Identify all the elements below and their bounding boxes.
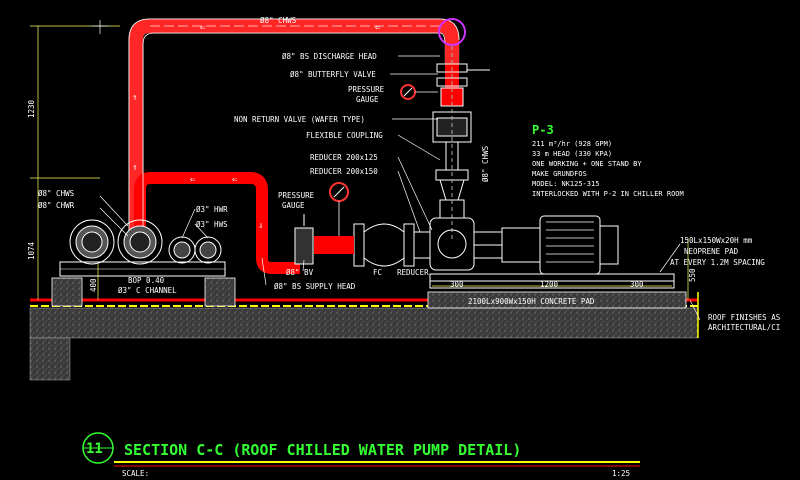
dimension-lines [30, 20, 689, 300]
pipe-outlines [128, 18, 460, 240]
flow-arrows: ⇐ ⇐ ⇑ ⇑ ⇐ ⇐ ⇓ [132, 23, 381, 231]
svg-text:⇐: ⇐ [200, 23, 206, 33]
dim-300b: 300 [630, 280, 644, 289]
label-pressure-gauge-1b: GAUGE [356, 95, 379, 104]
label-c-channel: Ø3" C CHANNEL [118, 286, 177, 295]
svg-text:⇐: ⇐ [190, 175, 196, 185]
label-reducer-2: REDUCER 200x150 [310, 167, 378, 176]
svg-text:⇐: ⇐ [375, 23, 381, 33]
pump-spec: P-3 211 m³/hr (928 GPM) 33 m HEAD (330 K… [532, 123, 684, 198]
label-butterfly-valve: Ø8" BUTTERFLY VALVE [290, 70, 376, 79]
dim-1074: 1074 [27, 241, 36, 260]
svg-text:⇑: ⇑ [132, 163, 137, 173]
label-neoprene-2: NEOPRENE PAD [684, 247, 739, 256]
svg-text:⇓: ⇓ [258, 221, 263, 231]
dim-1200: 1200 [540, 280, 559, 289]
label-hws-3: Ø3" HWS [196, 220, 228, 229]
pump-title: P-3 [532, 123, 554, 137]
dim-550: 550 [688, 268, 697, 282]
leader-lines [99, 55, 701, 321]
dim-400: 400 [89, 278, 98, 292]
pump-spec-line2: 33 m HEAD (330 KPA) [532, 150, 612, 158]
label-discharge-head: Ø8" BS DISCHARGE HEAD [282, 52, 377, 61]
label-pressure-gauge-2a: PRESSURE [278, 191, 315, 200]
label-pressure-gauge-1a: PRESSURE [348, 85, 385, 94]
svg-text:⇑: ⇑ [132, 93, 137, 103]
label-non-return-valve: NON RETURN VALVE (WAFER TYPE) [234, 115, 365, 124]
marker-circle [438, 18, 466, 46]
dim-300a: 300 [450, 280, 464, 289]
title-text: SECTION C-C (ROOF CHILLED WATER PUMP DET… [124, 441, 521, 459]
label-reducer-1: REDUCER 200x125 [310, 153, 378, 162]
label-chwr-8: Ø8" CHWR [38, 201, 75, 210]
pump-spec-line1: 211 m³/hr (928 GPM) [532, 140, 612, 148]
label-roof-1: ROOF FINISHES AS [708, 313, 781, 322]
pump-spec-line5: MODEL: NK125-315 [532, 180, 599, 188]
label-bop: BOP 0.40 [128, 276, 165, 285]
label-roof-2: ARCHITECTURAL/CI [708, 323, 780, 332]
title-number: 11 [86, 441, 103, 457]
annotations: Ø8" CHWS Ø8" BS DISCHARGE HEAD Ø8" BUTTE… [38, 16, 781, 332]
discharge-stack [432, 46, 490, 240]
label-neoprene-3: AT EVERY 1.2M SPACING [670, 258, 765, 267]
concrete-pad [427, 291, 687, 309]
pipe-sections [69, 219, 222, 265]
label-reducer-3: REDUCER [397, 268, 429, 277]
dimension-values: 1230 1074 400 300 1200 300 550 [27, 99, 697, 292]
scale-label: SCALE: [122, 469, 149, 478]
label-vertical-chws: Ø8" CHWS [481, 145, 490, 182]
pump-spec-line3: ONE WORKING + ONE STAND BY [532, 160, 642, 168]
roof-slab [29, 292, 699, 381]
label-pressure-gauge-2b: GAUGE [282, 201, 305, 210]
svg-text:⇐: ⇐ [232, 175, 238, 185]
label-chws-8: Ø8" CHWS [38, 189, 75, 198]
label-supply-head: Ø8" BS SUPPLY HEAD [274, 282, 356, 291]
label-fc: FC [373, 268, 382, 277]
pump-spec-line6: INTERLOCKED WITH P-2 IN CHILLER ROOM [532, 190, 684, 198]
dim-1230: 1230 [27, 99, 36, 118]
label-top-pipe: Ø8" CHWS [260, 16, 297, 25]
label-concrete-pad: 2100Lx900Wx150H CONCRETE PAD [468, 297, 595, 306]
pipe-support [51, 261, 236, 307]
title-block: 11 SECTION C-C (ROOF CHILLED WATER PUMP … [82, 432, 640, 478]
label-neoprene-1: 150Lx150Wx20H mm [680, 236, 753, 245]
label-bv: Ø8" BV [286, 268, 314, 277]
scale-value: 1:25 [612, 469, 630, 478]
pressure-gauge-1 [400, 84, 438, 100]
pump-spec-line4: MAKE GRUNDFOS [532, 170, 587, 178]
pipework [128, 18, 460, 274]
label-flexible-coupling: FLEXIBLE COUPLING [306, 131, 383, 140]
suction-valves [294, 214, 431, 267]
label-hwr-3: Ø3" HWR [196, 205, 228, 214]
pressure-gauge-2 [329, 182, 349, 236]
pump-assembly [429, 215, 675, 289]
